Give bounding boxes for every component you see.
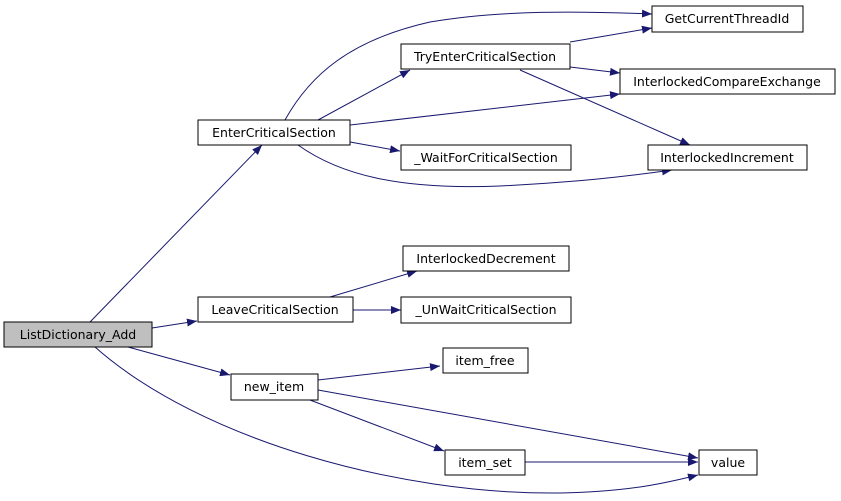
- node-label: new_item: [244, 379, 304, 394]
- node-tryentercriticalsection[interactable]: TryEnterCriticalSection: [400, 43, 571, 70]
- node-box: [651, 5, 804, 33]
- node-box: [698, 449, 758, 476]
- node-value[interactable]: value: [698, 449, 758, 476]
- node-label: _UnWaitCriticalSection: [414, 302, 556, 317]
- edge-entercriticalsection-to-waitforcriticalsection: [349, 141, 401, 154]
- node-box: [442, 347, 529, 374]
- edges: [89, 9, 699, 494]
- node-interlockedcompareexchange[interactable]: InterlockedCompareExchange: [619, 68, 836, 95]
- edge-leavecriticalsection-to-interlockeddecrement: [329, 270, 418, 298]
- edge-listdictionary-add-to-leavecriticalsection: [151, 318, 198, 329]
- edge-new-item-to-value: [317, 389, 699, 461]
- edge-entercriticalsection-to-tryentercriticalsection: [317, 69, 411, 121]
- node-box: [402, 245, 570, 272]
- node-label: TryEnterCriticalSection: [413, 49, 556, 64]
- node-box: [230, 373, 319, 401]
- node-new-item[interactable]: new_item: [230, 373, 319, 401]
- edge-listdictionary-add-to-entercriticalsection: [89, 144, 263, 323]
- node-item-free[interactable]: item_free: [442, 347, 529, 374]
- node-box: [400, 296, 572, 324]
- node-label: LeaveCriticalSection: [211, 302, 338, 317]
- node-box: [619, 68, 836, 95]
- node-label: InterlockedIncrement: [660, 150, 794, 165]
- node-label: InterlockedDecrement: [416, 251, 555, 266]
- node-box: [647, 144, 808, 171]
- edge-tryentercriticalsection-to-getcurrentthreadid: [569, 25, 653, 43]
- node-waitforcriticalsection[interactable]: _WaitForCriticalSection: [400, 144, 572, 171]
- node-box: [444, 449, 526, 476]
- edge-listdictionary-add-to-new-item: [127, 346, 231, 377]
- edge-new-item-to-item-free: [317, 363, 441, 381]
- node-label: GetCurrentThreadId: [665, 11, 790, 26]
- node-getcurrentthreadid[interactable]: GetCurrentThreadId: [651, 5, 804, 33]
- node-entercriticalsection[interactable]: EnterCriticalSection: [197, 119, 351, 146]
- node-label: item_free: [455, 353, 514, 368]
- edge-entercriticalsection-to-interlockedincrement: [297, 144, 673, 188]
- node-label: InterlockedCompareExchange: [633, 74, 821, 89]
- edge-tryentercriticalsection-to-interlockedincrement: [519, 69, 691, 146]
- node-box: [400, 144, 572, 171]
- node-unwaitcriticalsection[interactable]: _UnWaitCriticalSection: [400, 296, 572, 324]
- node-label: item_set: [458, 455, 512, 470]
- edge-new-item-to-item-set: [309, 399, 445, 452]
- node-leavecriticalsection[interactable]: LeaveCriticalSection: [197, 296, 354, 323]
- edge-entercriticalsection-to-interlockedcompareexchange: [349, 91, 621, 126]
- node-interlockedincrement[interactable]: InterlockedIncrement: [647, 144, 808, 171]
- node-box: [197, 119, 351, 146]
- node-label: ListDictionary_Add: [20, 327, 136, 342]
- node-label: _WaitForCriticalSection: [413, 150, 558, 165]
- node-listdictionary-add[interactable]: ListDictionary_Add: [3, 321, 153, 348]
- node-box: [197, 296, 354, 323]
- edge-tryentercriticalsection-to-interlockedcompareexchange: [569, 66, 621, 76]
- edge-entercriticalsection-to-getcurrentthreadid: [284, 9, 653, 121]
- node-item-set[interactable]: item_set: [444, 449, 526, 476]
- node-box: [400, 43, 571, 70]
- node-box: [3, 321, 153, 348]
- node-label: EnterCriticalSection: [212, 125, 336, 140]
- node-label: value: [711, 455, 745, 470]
- edge-listdictionary-add-to-value: [94, 346, 699, 494]
- node-interlockeddecrement[interactable]: InterlockedDecrement: [402, 245, 570, 272]
